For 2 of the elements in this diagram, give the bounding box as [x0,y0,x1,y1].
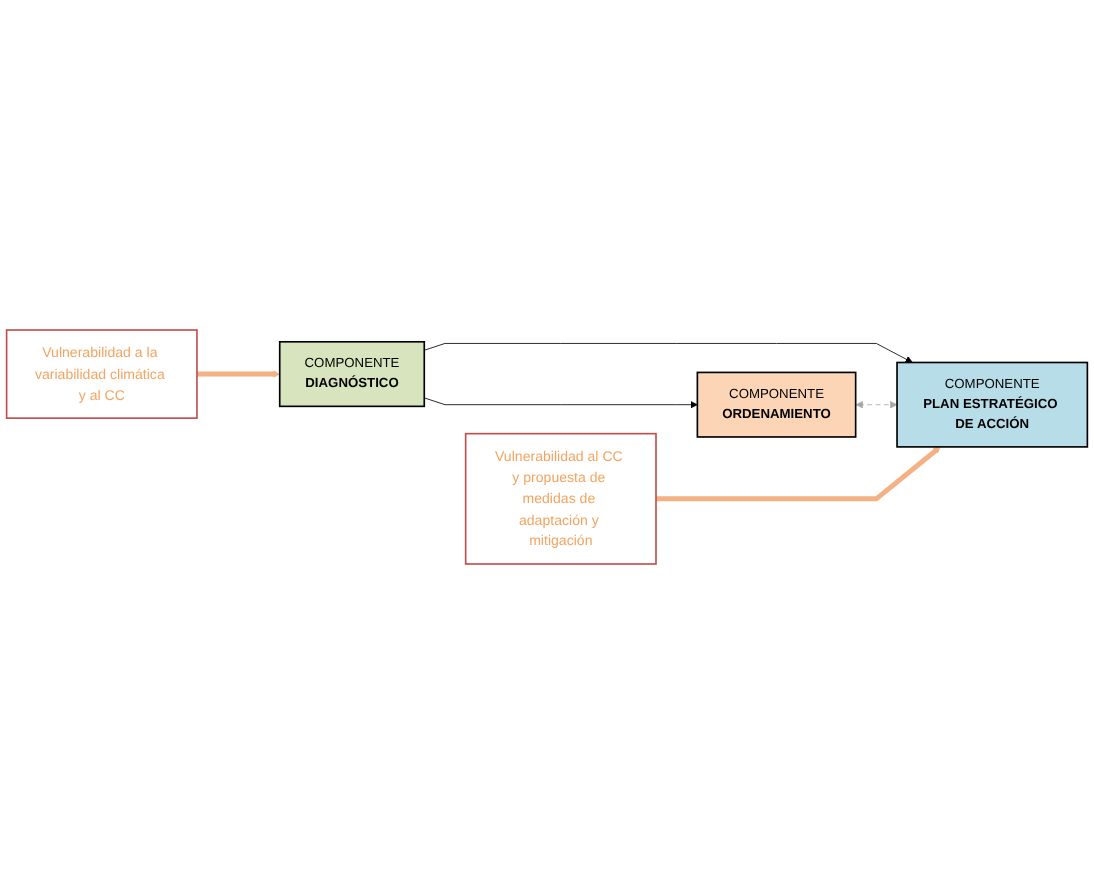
arrow [656,446,941,502]
arrow [196,370,281,378]
